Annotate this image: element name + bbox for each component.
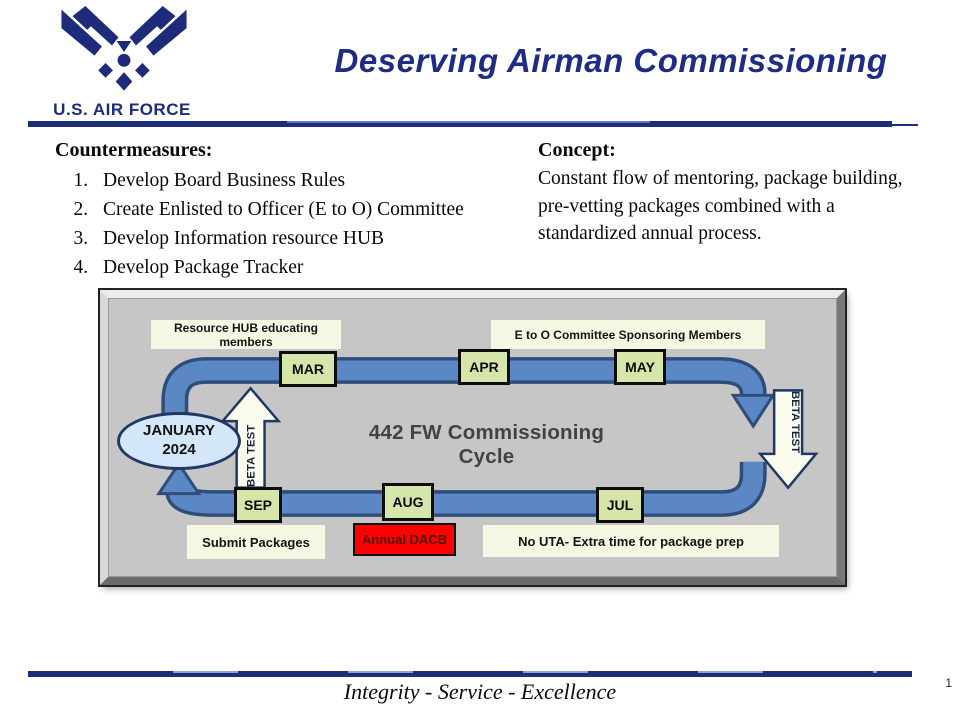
beta-test-left-label: BETA TEST (246, 425, 258, 487)
countermeasure-item: Develop Board Business Rules (93, 167, 533, 196)
commissioning-cycle-diagram: BETA TEST BETA TEST Resource HUB educati… (98, 288, 847, 587)
countermeasures-heading: Countermeasures: (55, 139, 213, 161)
countermeasure-item: Create Enlisted to Officer (E to O) Comm… (93, 196, 533, 225)
concept-section: Concept: Constant flow of mentoring, pac… (538, 137, 938, 248)
month-marker-sep: SEP (234, 487, 282, 523)
countermeasure-item: Develop Information resource HUB (93, 225, 533, 254)
beta-test-right-label: BETA TEST (789, 391, 801, 453)
countermeasures-list: Develop Board Business Rules Create Enli… (55, 167, 533, 282)
cycle-title: 442 FW Commissioning Cycle (368, 421, 605, 468)
concept-body: Constant flow of mentoring, package buil… (538, 168, 903, 245)
arrowhead-up-icon (156, 461, 202, 496)
footer-divider (28, 671, 912, 677)
diagram-canvas: BETA TEST BETA TEST Resource HUB educati… (108, 298, 837, 577)
month-marker-may: MAY (614, 349, 666, 385)
start-node-year: 2024 (162, 441, 196, 458)
month-marker-jul: JUL (596, 487, 644, 523)
flow-label-no-uta: No UTA- Extra time for package prep (483, 525, 779, 557)
countermeasures-section: Countermeasures: Develop Board Business … (55, 137, 533, 282)
footer-motto: Integrity - Service - Excellence (343, 679, 617, 704)
page-number: 1 (945, 676, 952, 690)
flow-label-e-to-o-committee: E to O Committee Sponsoring Members (491, 320, 765, 349)
page-title: Deserving Airman Commissioning (334, 42, 888, 79)
flow-label-submit-packages: Submit Packages (187, 525, 325, 559)
start-node-month: JANUARY (143, 422, 215, 440)
month-marker-aug: AUG (382, 483, 434, 521)
month-marker-apr: APR (458, 349, 510, 385)
header-divider-tail (888, 124, 918, 126)
header-divider (28, 121, 892, 127)
arrowhead-down-icon (730, 393, 776, 429)
flow-label-annual-dacb: Annual DACB (353, 523, 456, 556)
concept-heading: Concept: (538, 139, 616, 161)
month-marker-mar: MAR (279, 351, 337, 387)
org-label: U.S. AIR FORCE (53, 100, 191, 119)
start-node-january-2024: JANUARY 2024 (117, 412, 241, 470)
usaf-wings-icon (61, 6, 187, 91)
beta-test-down-arrow-icon (757, 389, 819, 490)
flow-label-resource-hub: Resource HUB educating members (151, 320, 341, 349)
countermeasure-item: Develop Package Tracker (93, 254, 533, 283)
